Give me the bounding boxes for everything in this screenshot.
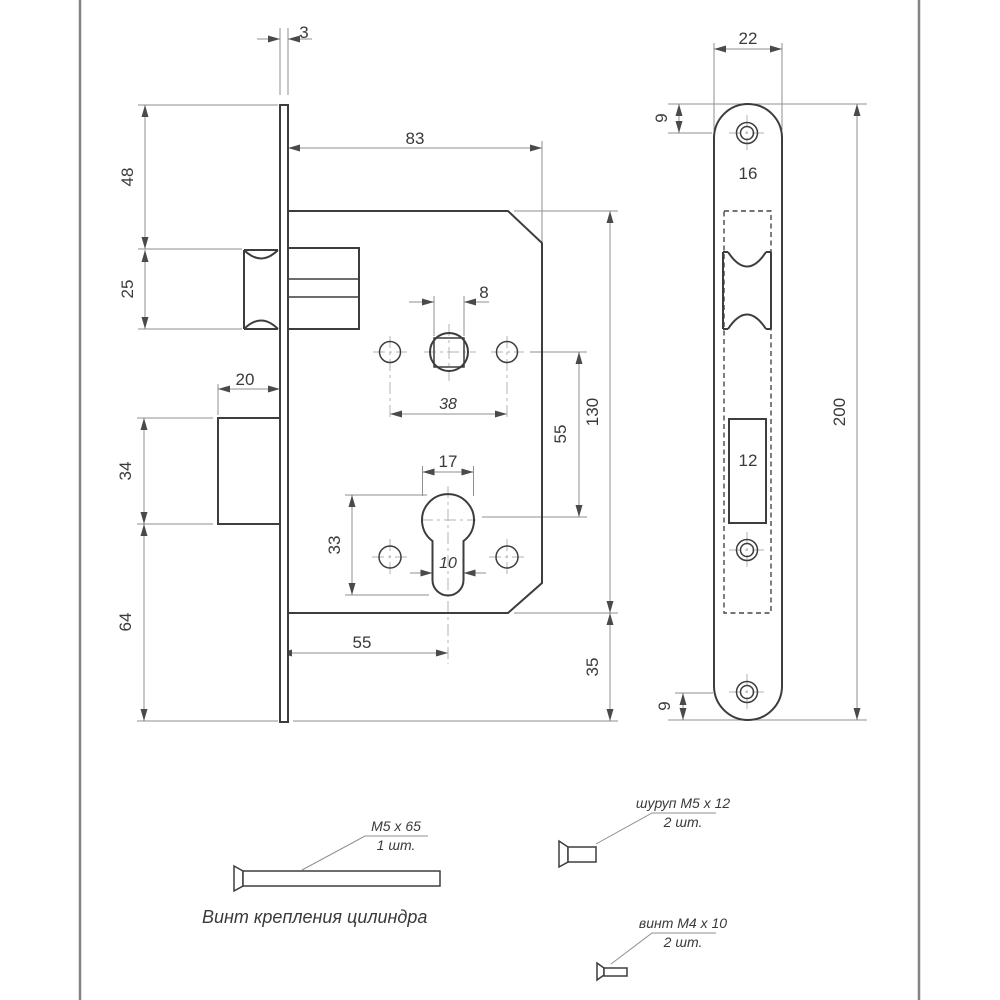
face-view: 22 9 16 12 200 9 (652, 29, 867, 721)
lock-body-outline (288, 210, 543, 614)
dim-cylinder-profile-height: 33 (325, 536, 344, 555)
faceplate-screw: шуруп М5 х 12 2 шт. (558, 795, 731, 869)
side-view-dimension-lines (137, 28, 618, 722)
dim-bottom-hole-offset: 9 (655, 701, 674, 710)
dim-spindle-to-cylinder: 55 (551, 425, 570, 444)
dim-bolt-cutout-width: 12 (739, 451, 758, 470)
faceplate-dashed-cutout (723, 210, 772, 614)
small-screw-spec: винт М4 х 10 (639, 915, 727, 931)
faceplate-screw-spec: шуруп М5 х 12 (636, 795, 731, 811)
dim-plate-height: 200 (830, 398, 849, 426)
dim-top-to-latch: 48 (118, 168, 137, 187)
dim-cylinder-slot-width: 10 (439, 555, 457, 572)
dim-spindle-square: 8 (479, 283, 488, 302)
cylinder-screw-qty: 1 шт. (377, 837, 416, 853)
dim-cylinder-diameter: 17 (439, 452, 458, 471)
dim-bolt-to-bottom: 64 (116, 613, 135, 632)
latch-opening-front (722, 251, 772, 330)
cylinder-screw-spec: М5 х 65 (371, 818, 421, 834)
dim-body-height: 130 (583, 398, 602, 426)
latch-follower-lines (288, 278, 359, 298)
dim-latch-height: 25 (118, 280, 137, 299)
side-view: 3 83 48 25 20 34 64 8 38 130 55 17 33 10… (116, 23, 618, 723)
dim-bottom-offset: 35 (583, 658, 602, 677)
screw-hole-lower-left (378, 545, 402, 569)
screw-hole-lower-right (495, 545, 519, 569)
faceplate-front (713, 103, 783, 721)
dim-latch-cutout-width: 16 (739, 164, 758, 183)
latch-bolt-side (243, 249, 279, 330)
faceplate-screw-qty: 2 шт. (663, 814, 703, 830)
screw-hole-upper-left (378, 340, 402, 364)
faceplate-edge (279, 104, 289, 723)
dim-plate-width: 22 (739, 29, 758, 48)
parts-list: М5 х 65 1 шт. Винт крепления цилиндра шу… (202, 795, 731, 982)
deadbolt-opening-front (728, 418, 767, 524)
dim-plate-thickness: 3 (299, 23, 308, 42)
dim-bolt-throw: 20 (236, 370, 255, 389)
cylinder-screw-caption: Винт крепления цилиндра (202, 907, 427, 927)
faceplate-screw-holes (729, 115, 765, 710)
deadbolt-side (217, 417, 281, 525)
spindle-square-hole (433, 337, 465, 368)
dim-backset: 55 (353, 633, 372, 652)
screw-hole-upper-right (495, 340, 519, 364)
small-screw: винт М4 х 10 2 шт. (596, 915, 727, 982)
dim-handle-hole-span: 38 (439, 396, 457, 413)
dim-top-hole-offset: 9 (652, 113, 671, 122)
dim-bolt-height: 34 (116, 462, 135, 481)
latch-follower-block (287, 247, 360, 330)
spindle-hole-circle (429, 332, 469, 372)
euro-cylinder-hole (421, 493, 475, 597)
cylinder-screw: М5 х 65 1 шт. Винт крепления цилиндра (202, 818, 441, 927)
dim-body-width: 83 (406, 129, 425, 148)
small-screw-qty: 2 шт. (663, 934, 703, 950)
